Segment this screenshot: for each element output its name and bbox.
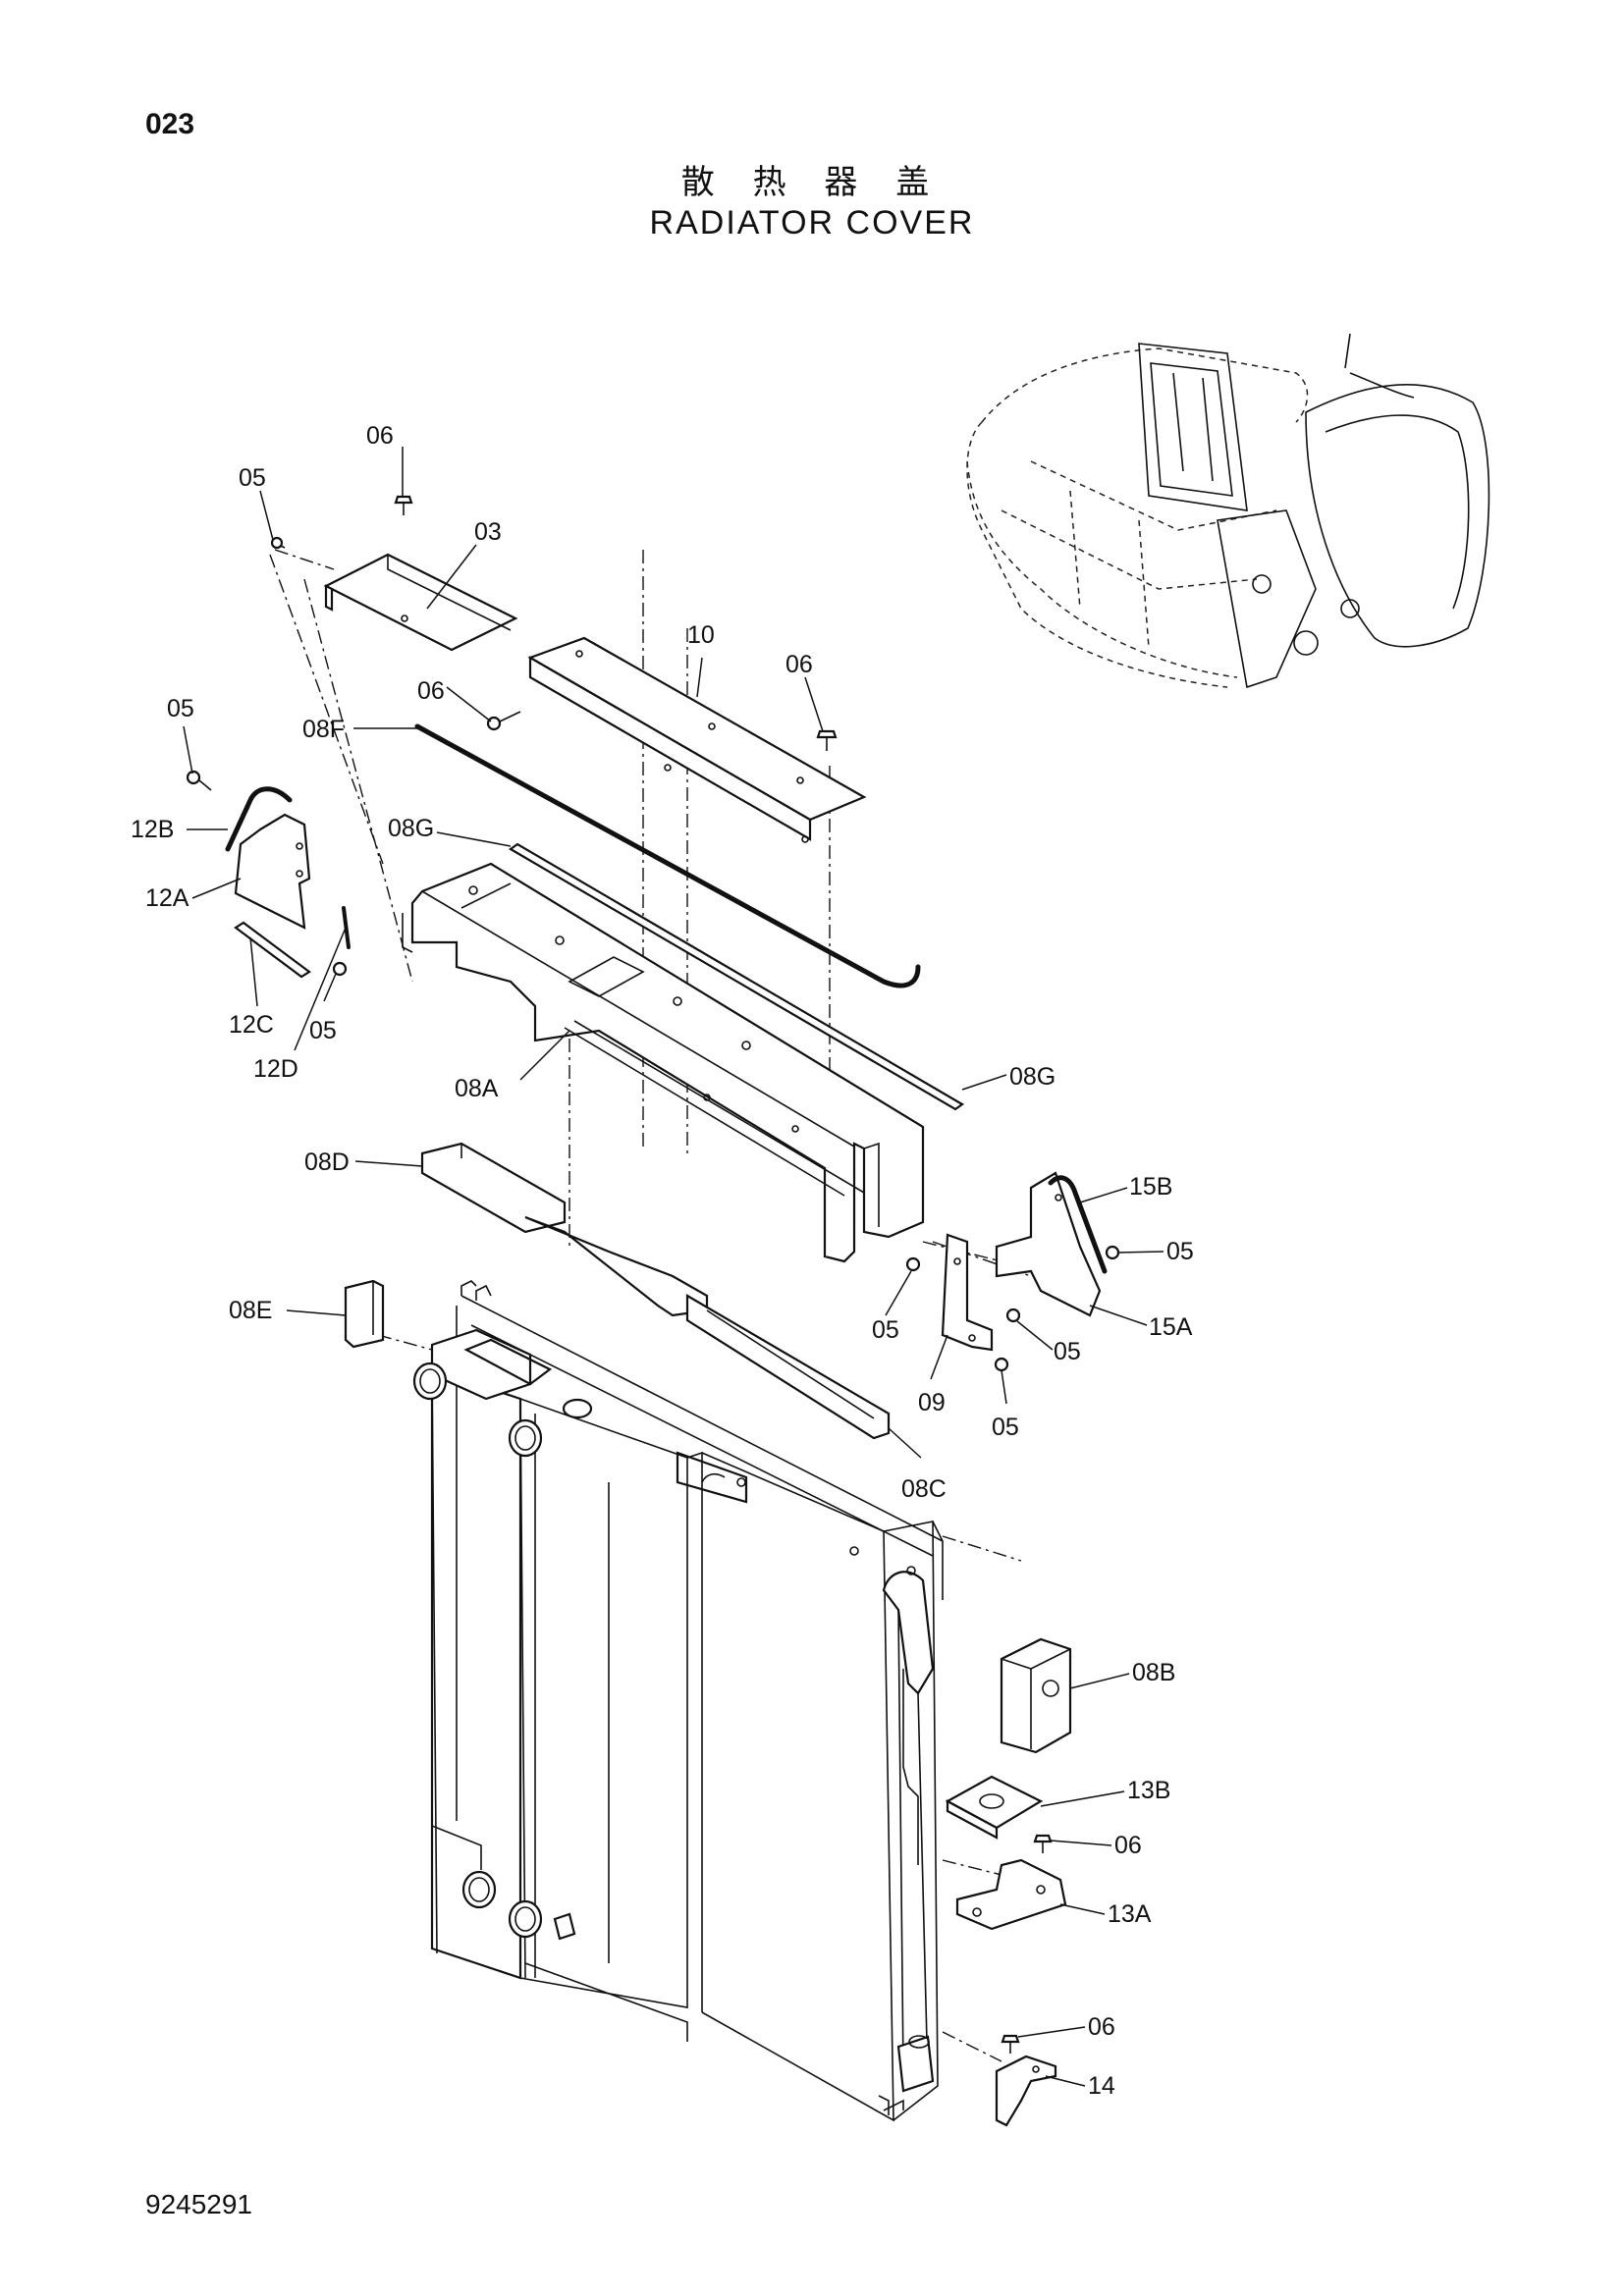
part-08C-seal (524, 1215, 891, 1440)
callout-label: 05 (239, 464, 266, 492)
callout-label: 08B (1132, 1659, 1175, 1686)
part-08A-shroud (402, 862, 925, 1263)
part-08D-seal (420, 1142, 567, 1234)
callout-label: 10 (687, 621, 715, 649)
part-08E-pad (344, 1279, 385, 1349)
callout-label: 15B (1129, 1173, 1172, 1201)
callout-label: 08A (455, 1075, 499, 1102)
callout-label: 08F (302, 716, 345, 743)
bolt-05-top (270, 536, 286, 550)
callout-label: 12C (229, 1011, 274, 1039)
machine-location-inset (966, 333, 1490, 689)
bolt-06-14 (1001, 2034, 1020, 2054)
bolt-05-left (186, 770, 212, 791)
part-12A-bracket (234, 813, 311, 930)
radiator-assembly (412, 1280, 944, 2122)
bolt-06-13 (1033, 1834, 1053, 1853)
leader-lines (183, 447, 1164, 2087)
callout-labels: 06 05 03 10 06 06 05 08F 12B 08G 12A 12C… (131, 422, 1194, 2100)
callout-label: 05 (1054, 1338, 1081, 1365)
callout-label: 13B (1127, 1777, 1170, 1804)
part-08B-guard (1000, 1637, 1072, 1754)
callout-label: 08G (388, 815, 434, 842)
callout-label: 13A (1108, 1900, 1152, 1928)
part-14-bracket (995, 2055, 1057, 2127)
callout-label: 06 (417, 677, 445, 705)
bolt-06-mid-left (486, 711, 521, 731)
title-chinese: 散 热 器 盖 (680, 163, 944, 202)
part-09-bracket (941, 1233, 994, 1352)
callout-label: 09 (918, 1389, 946, 1416)
part-08F-seal (414, 723, 921, 988)
callout-label: 06 (1114, 1832, 1142, 1859)
callout-label: 05 (167, 695, 194, 722)
callout-label: 05 (1166, 1238, 1194, 1265)
bolt-06-top (394, 495, 413, 515)
page-number: 023 (145, 108, 195, 140)
part-13B-plate (945, 1775, 1044, 1840)
callout-label: 08D (304, 1148, 350, 1176)
callout-label: 08G (1009, 1063, 1056, 1091)
bolt-05-09b (1005, 1308, 1021, 1323)
bolt-06-mid-right (816, 729, 838, 751)
callout-label: 05 (992, 1414, 1019, 1441)
callout-label: 12A (145, 884, 189, 912)
bolt-05-15 (1105, 1245, 1120, 1260)
callout-label: 06 (1088, 2013, 1115, 2041)
callout-label: 03 (474, 518, 502, 546)
document-number: 9245291 (145, 2189, 253, 2219)
bolt-05-09c (994, 1357, 1009, 1372)
part-13A-bracket (955, 1858, 1067, 1931)
part-12B-hose (225, 786, 293, 852)
part-10-cover-plate (527, 636, 867, 843)
part-15A-bracket (995, 1171, 1102, 1317)
bolt-05-12 (332, 961, 348, 977)
part-03-plate (323, 553, 518, 652)
alignment-lines (269, 549, 1032, 2062)
callout-label: 06 (366, 422, 394, 450)
title-english: RADIATOR COVER (649, 204, 975, 241)
callout-label: 08C (901, 1475, 947, 1503)
callout-label: 12B (131, 816, 174, 843)
part-12D-pin (342, 906, 351, 949)
callout-label: 15A (1149, 1313, 1193, 1341)
part-12C-strip (234, 921, 311, 979)
callout-label: 12D (253, 1055, 298, 1083)
callout-label: 06 (785, 651, 813, 678)
bolt-05-09a (905, 1256, 921, 1272)
callout-label: 14 (1088, 2072, 1115, 2100)
callout-label: 08E (229, 1297, 272, 1324)
part-08G-strip (508, 842, 965, 1111)
part-15B-seal (1048, 1175, 1108, 1274)
callout-label: 05 (872, 1316, 899, 1344)
callout-label: 05 (309, 1017, 337, 1044)
